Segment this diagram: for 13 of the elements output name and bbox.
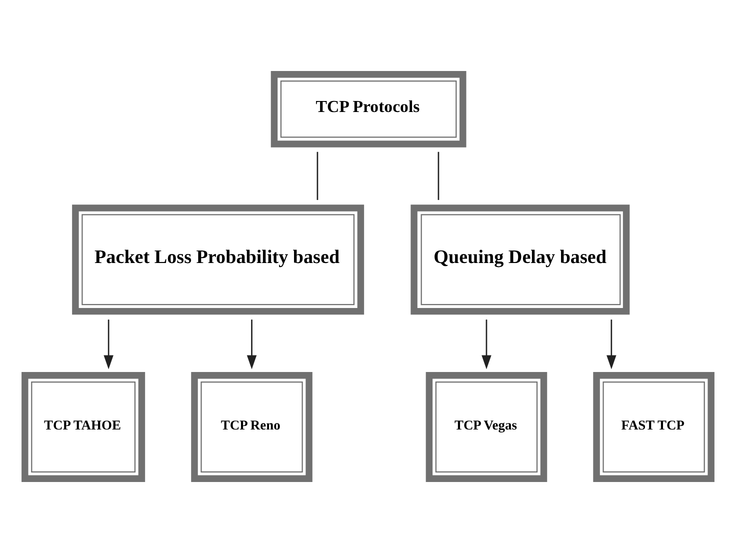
node-box: TCP Protocols xyxy=(270,70,466,148)
node-box: TCP Vegas xyxy=(426,372,548,482)
connector xyxy=(438,152,440,200)
arrow xyxy=(606,320,616,370)
arrow xyxy=(104,320,114,370)
arrow xyxy=(246,320,257,370)
arrow xyxy=(482,320,492,370)
node-box: TCP Reno xyxy=(191,372,312,482)
node-box: Queuing Delay based xyxy=(410,204,630,315)
connector xyxy=(316,152,318,200)
node-box: TCP TAHOE xyxy=(22,372,146,482)
node-box: FAST TCP xyxy=(593,372,714,482)
node-box: Packet Loss Probability based xyxy=(72,204,364,315)
